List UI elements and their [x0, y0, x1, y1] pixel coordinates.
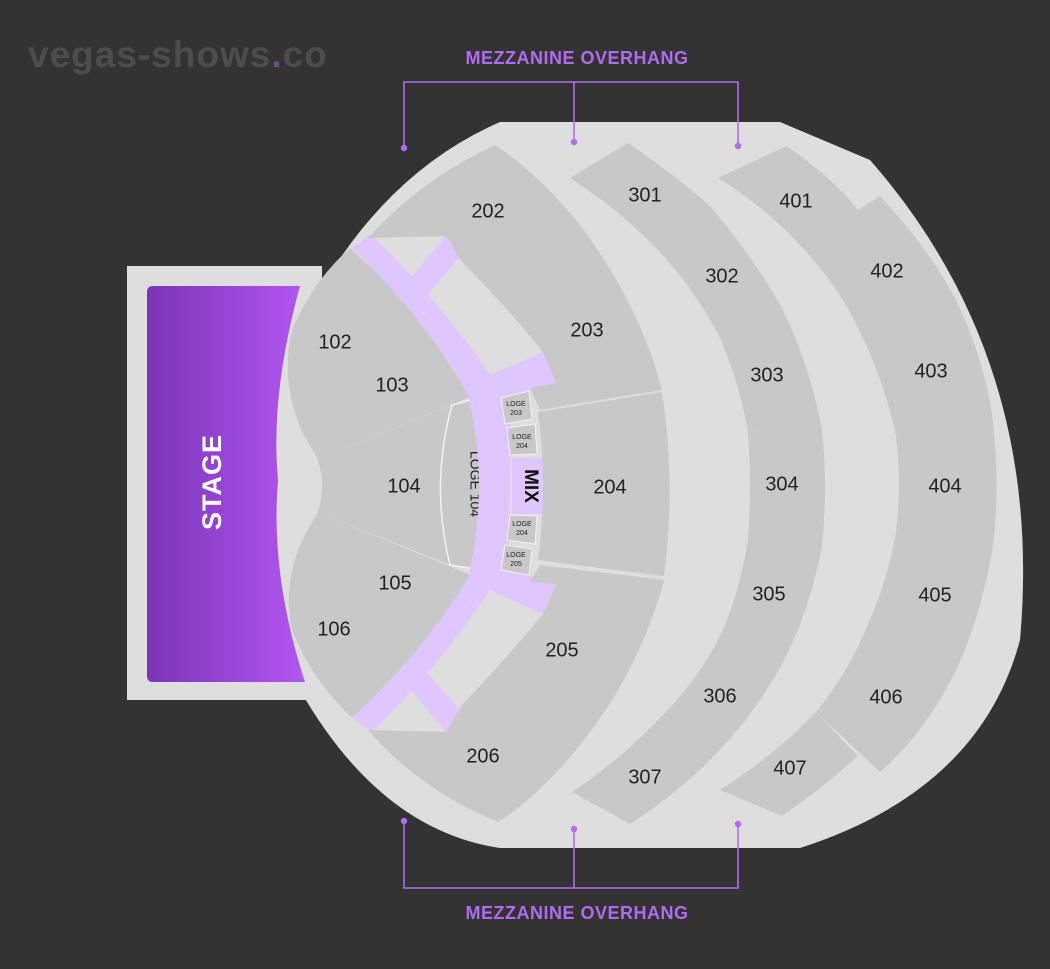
- section-405[interactable]: 405: [868, 532, 993, 666]
- section-406[interactable]: 406: [816, 624, 958, 772]
- section-302[interactable]: 302: [660, 208, 782, 338]
- svg-text:205: 205: [545, 639, 578, 661]
- section-301[interactable]: 301: [570, 143, 712, 252]
- svg-text:MEZZANINE OVERHANG: MEZZANINE OVERHANG: [465, 903, 688, 923]
- section-103[interactable]: 103: [302, 305, 475, 460]
- section-102[interactable]: 102: [287, 248, 412, 432]
- section-104[interactable]: 104: [318, 405, 452, 565]
- svg-text:406: 406: [869, 686, 902, 708]
- svg-text:407: 407: [773, 757, 806, 779]
- svg-text:202: 202: [471, 200, 504, 222]
- svg-text:402: 402: [870, 260, 903, 282]
- svg-text:405: 405: [918, 584, 951, 606]
- svg-text:304: 304: [765, 473, 798, 495]
- section-404[interactable]: 404: [896, 422, 997, 546]
- svg-text:204: 204: [593, 476, 626, 498]
- svg-text:104: 104: [387, 475, 420, 497]
- stage[interactable]: STAGE: [147, 286, 305, 682]
- svg-text:203: 203: [570, 319, 603, 341]
- svg-text:302: 302: [705, 265, 738, 287]
- mix-position[interactable]: MIX: [512, 458, 548, 514]
- svg-text:306: 306: [703, 685, 736, 707]
- svg-text:307: 307: [628, 766, 661, 788]
- section-202[interactable]: 202: [368, 145, 580, 262]
- section-206[interactable]: 206: [368, 705, 580, 822]
- svg-text:401: 401: [779, 190, 812, 212]
- svg-text:102: 102: [318, 331, 351, 353]
- svg-text:MEZZANINE OVERHANG: MEZZANINE OVERHANG: [465, 48, 688, 68]
- section-205[interactable]: 205: [462, 565, 664, 745]
- svg-text:103: 103: [375, 374, 408, 396]
- stage-label: STAGE: [197, 434, 227, 530]
- mezzanine-overhang-bottom: MEZZANINE OVERHANG: [400, 817, 742, 923]
- svg-text:301: 301: [628, 184, 661, 206]
- watermark: vegas-shows.co: [28, 34, 328, 75]
- section-307[interactable]: 307: [572, 718, 710, 824]
- section-407[interactable]: 407: [720, 712, 858, 816]
- svg-text:303: 303: [750, 364, 783, 386]
- svg-text:305: 305: [752, 583, 785, 605]
- section-402[interactable]: 402: [810, 196, 956, 345]
- svg-text:403: 403: [914, 360, 947, 382]
- section-401[interactable]: 401: [718, 146, 858, 256]
- section-204[interactable]: 204: [538, 392, 670, 576]
- section-304[interactable]: 304: [748, 430, 825, 546]
- svg-text:105: 105: [378, 572, 411, 594]
- svg-text:206: 206: [466, 745, 499, 767]
- section-303[interactable]: 303: [720, 308, 822, 432]
- aisle-walkway: [352, 234, 556, 732]
- svg-text:MIX: MIX: [520, 469, 541, 503]
- mezzanine-overhang-top: MEZZANINE OVERHANG: [400, 48, 742, 152]
- section-203[interactable]: 203: [462, 225, 662, 410]
- section-403[interactable]: 403: [866, 300, 993, 436]
- svg-text:404: 404: [928, 475, 961, 497]
- section-305[interactable]: 305: [722, 540, 822, 660]
- section-306[interactable]: 306: [660, 632, 784, 760]
- svg-text:106: 106: [317, 618, 350, 640]
- section-106[interactable]: 106: [288, 540, 408, 718]
